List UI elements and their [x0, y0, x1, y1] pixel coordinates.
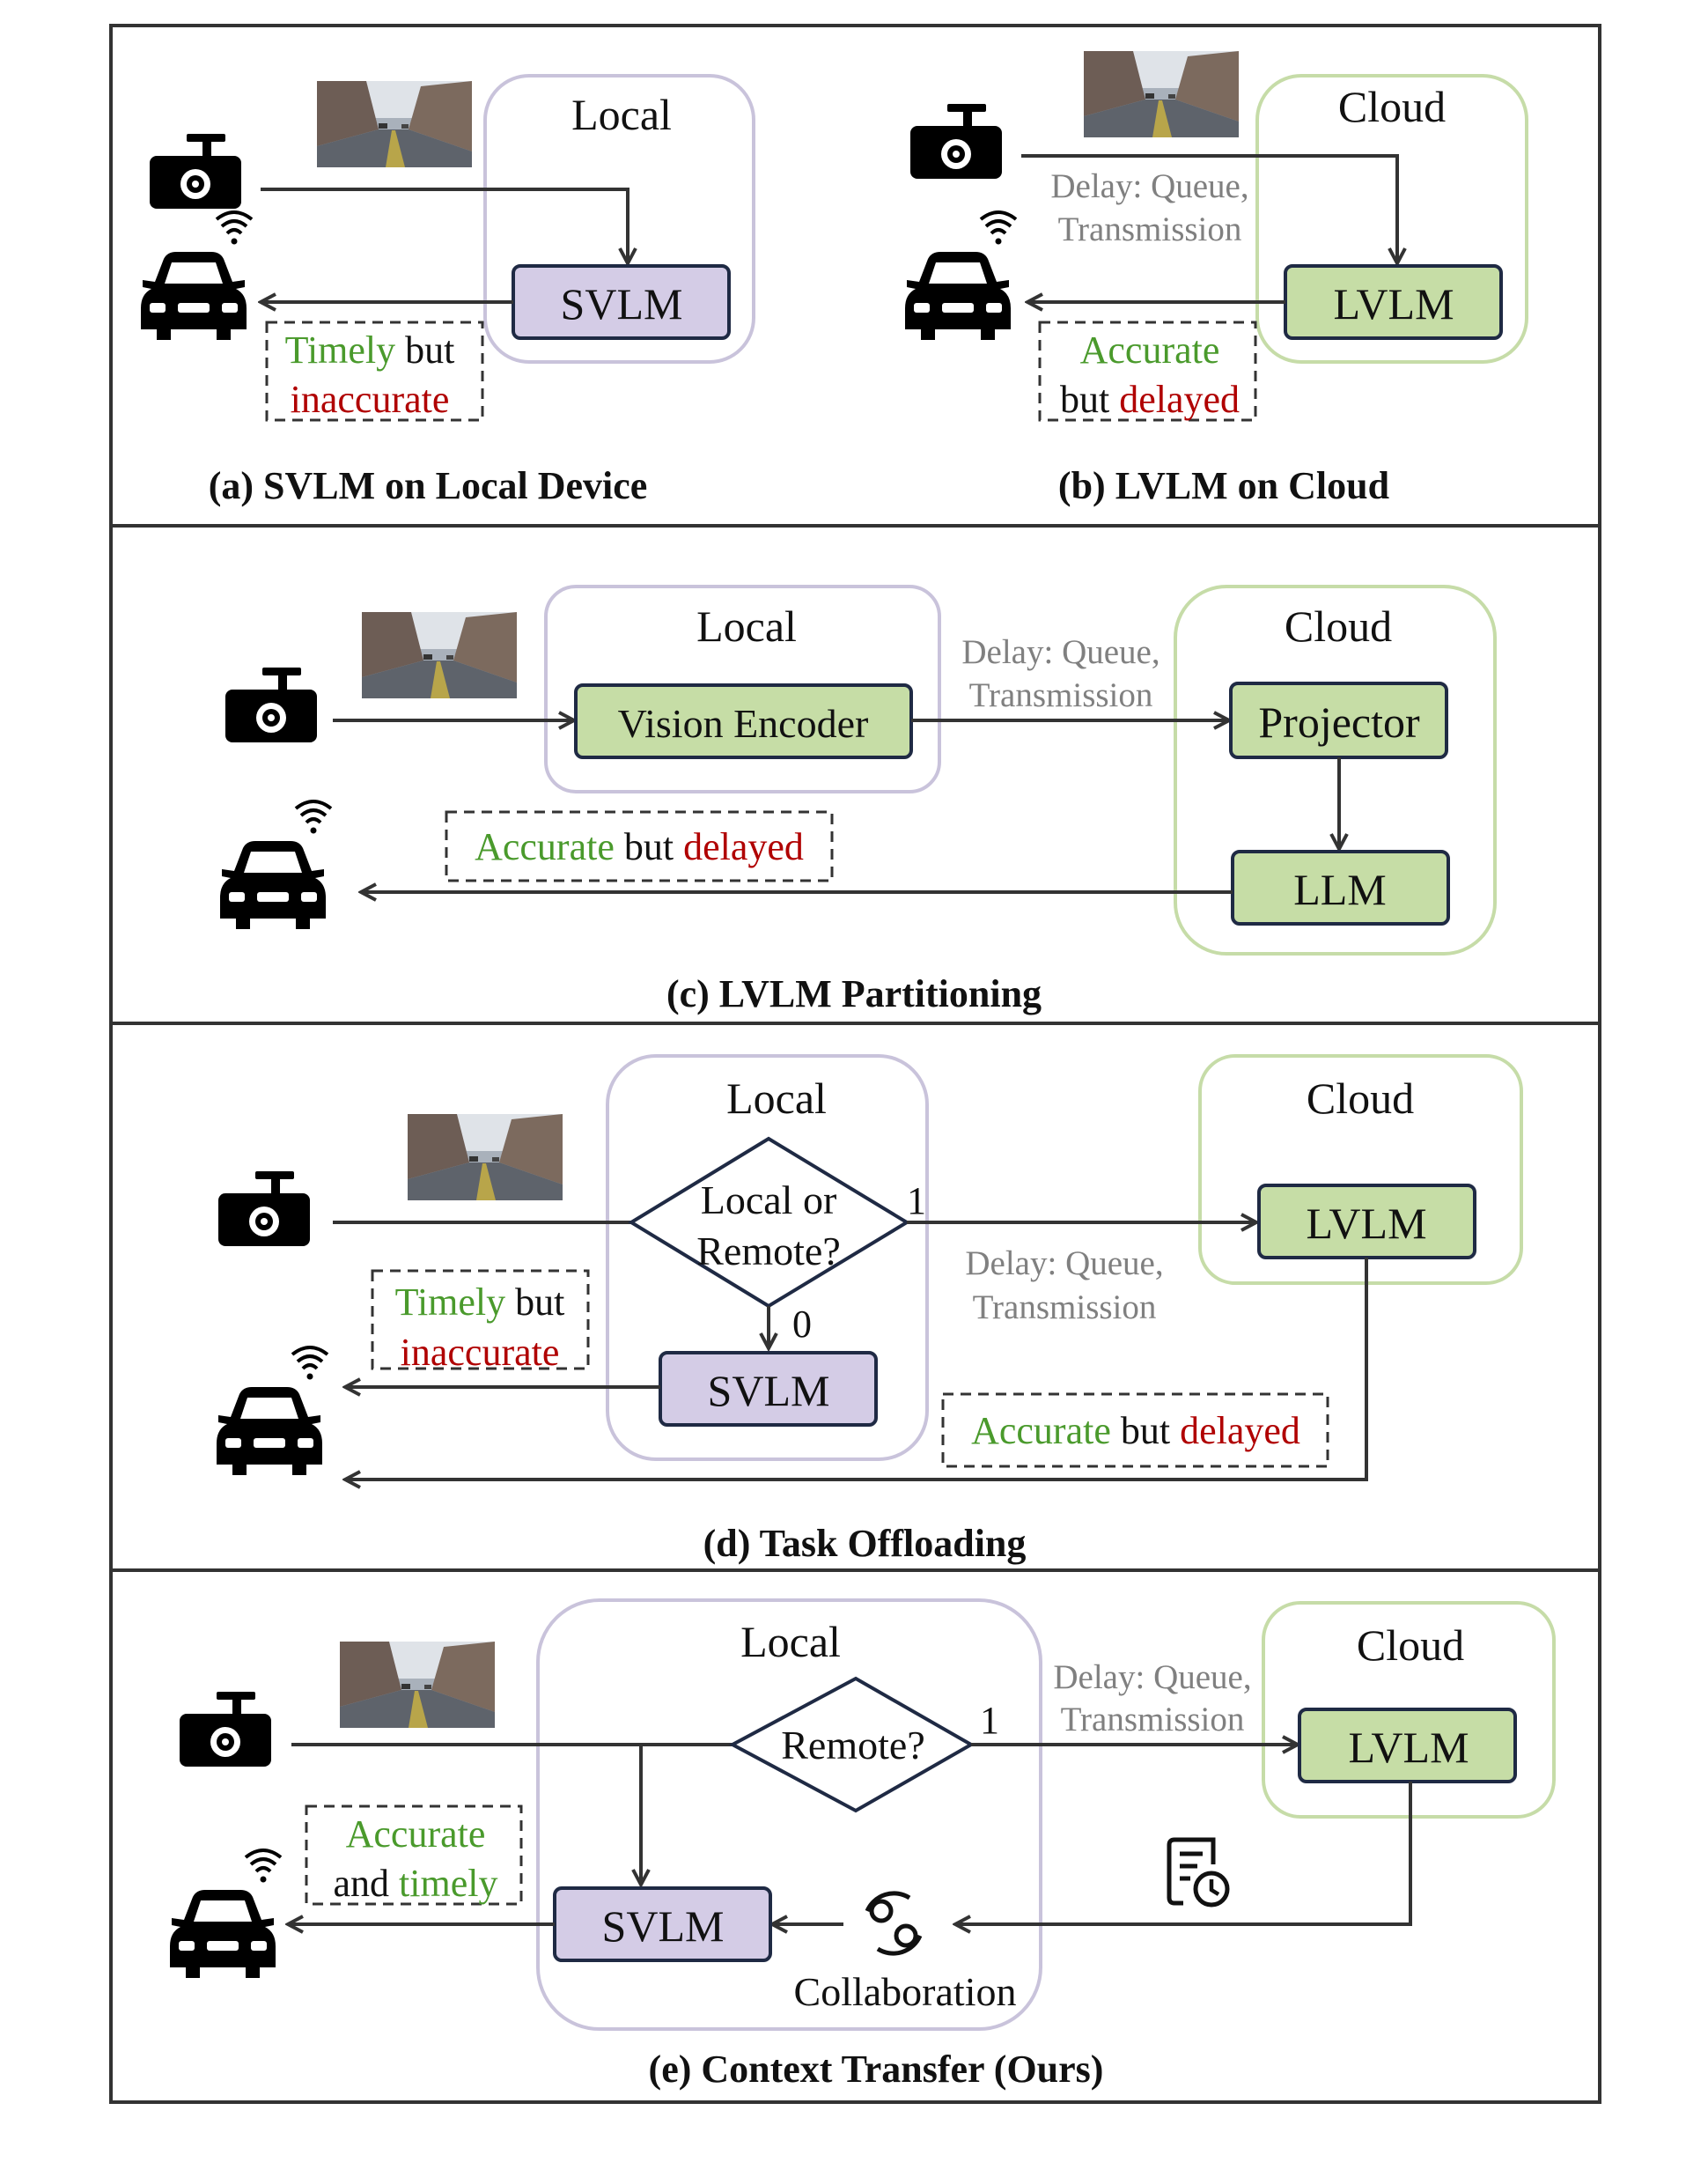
- decision-diamond: [728, 1676, 975, 1813]
- result-note-box: [305, 1804, 523, 1906]
- decision-label: Remote?: [781, 1723, 925, 1767]
- cloud-region-label: Cloud: [1285, 601, 1392, 651]
- local-region-label: Local: [696, 601, 797, 651]
- local-region-frame: [536, 1598, 1042, 2031]
- cloud-region-label: Cloud: [1307, 1074, 1414, 1123]
- delay-label-line2: Transmission: [969, 676, 1153, 714]
- street-photo-thumbnail: [1084, 51, 1239, 137]
- dashcam-icon: [180, 1692, 271, 1767]
- connected-car-icon: [139, 210, 254, 342]
- local-result-note-line1: Timely but: [395, 1280, 565, 1324]
- result-note-line1: Accurate: [1080, 328, 1220, 372]
- dashcam-icon: [150, 134, 241, 209]
- local-result-note-box: [371, 1269, 590, 1370]
- panel-c: Local Cloud Vision Encoder Delay: Queue,…: [218, 585, 1497, 1015]
- connected-car-icon: [218, 800, 333, 931]
- local-region-label: Local: [740, 1617, 841, 1666]
- delay-label-line1: Delay: Queue,: [1053, 1658, 1251, 1696]
- branch-label-remote: 1: [980, 1699, 999, 1742]
- panel-a-caption: (a) SVLM on Local Device: [209, 464, 648, 507]
- llm-label: LLM: [1293, 865, 1387, 914]
- cloud-region-label: Cloud: [1338, 82, 1446, 131]
- result-note-line1: Accurate: [346, 1812, 486, 1856]
- projector-label: Projector: [1258, 697, 1420, 747]
- result-note-line2: inaccurate: [291, 378, 450, 421]
- delay-label-line2: Transmission: [1058, 210, 1242, 248]
- lvlm-label: LVLM: [1348, 1723, 1469, 1772]
- connected-car-icon: [903, 210, 1018, 342]
- dashcam-icon: [218, 1171, 310, 1246]
- street-photo-thumbnail: [408, 1114, 563, 1200]
- svlm-label: SVLM: [561, 279, 683, 328]
- panel-e-caption: (e) Context Transfer (Ours): [649, 2048, 1104, 2091]
- street-photo-thumbnail: [317, 81, 472, 167]
- collaboration-label: Collaboration: [794, 1969, 1017, 2014]
- delay-label-line1: Delay: Queue,: [1050, 167, 1248, 205]
- panel-d: Local Cloud Local or Remote? 1 Delay: Qu…: [215, 1054, 1523, 1565]
- result-note-line2: and timely: [334, 1862, 498, 1905]
- decision-label-line2: Remote?: [696, 1229, 841, 1273]
- street-photo-thumbnail: [340, 1642, 495, 1728]
- panel-c-caption: (c) LVLM Partitioning: [666, 972, 1042, 1015]
- cloud-region-frame: [1255, 74, 1528, 364]
- connected-car-icon: [168, 1849, 283, 1980]
- connected-car-icon: [215, 1346, 329, 1477]
- delay-label-line2: Transmission: [1061, 1701, 1245, 1738]
- local-region-frame: [483, 74, 755, 364]
- panel-b-caption: (b) LVLM on Cloud: [1058, 464, 1389, 507]
- cloud-region-frame: [1198, 1054, 1523, 1285]
- figure-frame: [109, 24, 1601, 2104]
- result-note: Accurate but delayed: [475, 825, 804, 868]
- panel-d-caption: (d) Task Offloading: [703, 1522, 1027, 1565]
- input-arrow: [261, 188, 628, 263]
- dashcam-icon: [910, 104, 1002, 179]
- result-note-line2: but delayed: [1060, 378, 1240, 421]
- branch-label-remote: 1: [907, 1179, 926, 1222]
- result-note-line1: Timely but: [285, 328, 455, 372]
- cloud-region-label: Cloud: [1357, 1620, 1464, 1670]
- collaboration-icon: [867, 1893, 920, 1953]
- llm-box: [1231, 850, 1450, 926]
- delay-label-line2: Transmission: [973, 1288, 1157, 1326]
- branch-label-local: 0: [792, 1303, 812, 1346]
- lvlm-label: LVLM: [1306, 1199, 1426, 1248]
- decision-diamond: [628, 1136, 910, 1309]
- local-region-frame: [544, 585, 941, 793]
- panel-e: Local Cloud Remote? 1 Delay: Queue, Tran…: [168, 1598, 1556, 2091]
- panel-a: Local SVLM Timely but inaccurate (a) SVL…: [139, 74, 755, 507]
- result-note-box: [265, 321, 484, 422]
- local-region-label: Local: [726, 1074, 827, 1123]
- svlm-label: SVLM: [708, 1366, 830, 1415]
- context-return-arrow: [955, 1782, 1412, 1924]
- input-arrow: [1021, 154, 1397, 263]
- cloud-result-note: Accurate but delayed: [971, 1409, 1300, 1452]
- panel-b: Cloud Delay: Queue, Transmission LVLM Ac…: [903, 51, 1528, 507]
- cloud-output-arrow: [345, 1258, 1368, 1480]
- lvlm-label: LVLM: [1333, 279, 1454, 328]
- delay-label-line1: Delay: Queue,: [961, 633, 1160, 671]
- local-region-frame: [606, 1054, 929, 1461]
- document-clock-icon: [1169, 1840, 1227, 1905]
- dashcam-icon: [225, 668, 317, 742]
- lvlm-box: [1298, 1708, 1517, 1783]
- local-result-note-line2: inaccurate: [401, 1331, 560, 1374]
- street-photo-thumbnail: [362, 612, 517, 698]
- cloud-region-frame: [1174, 585, 1497, 956]
- local-region-label: Local: [571, 90, 672, 139]
- vision-encoder-label: Vision Encoder: [618, 701, 869, 746]
- svlm-label: SVLM: [602, 1901, 725, 1951]
- decision-label-line1: Local or: [701, 1177, 837, 1222]
- delay-label-line1: Delay: Queue,: [965, 1244, 1163, 1282]
- result-note-box: [1038, 321, 1257, 422]
